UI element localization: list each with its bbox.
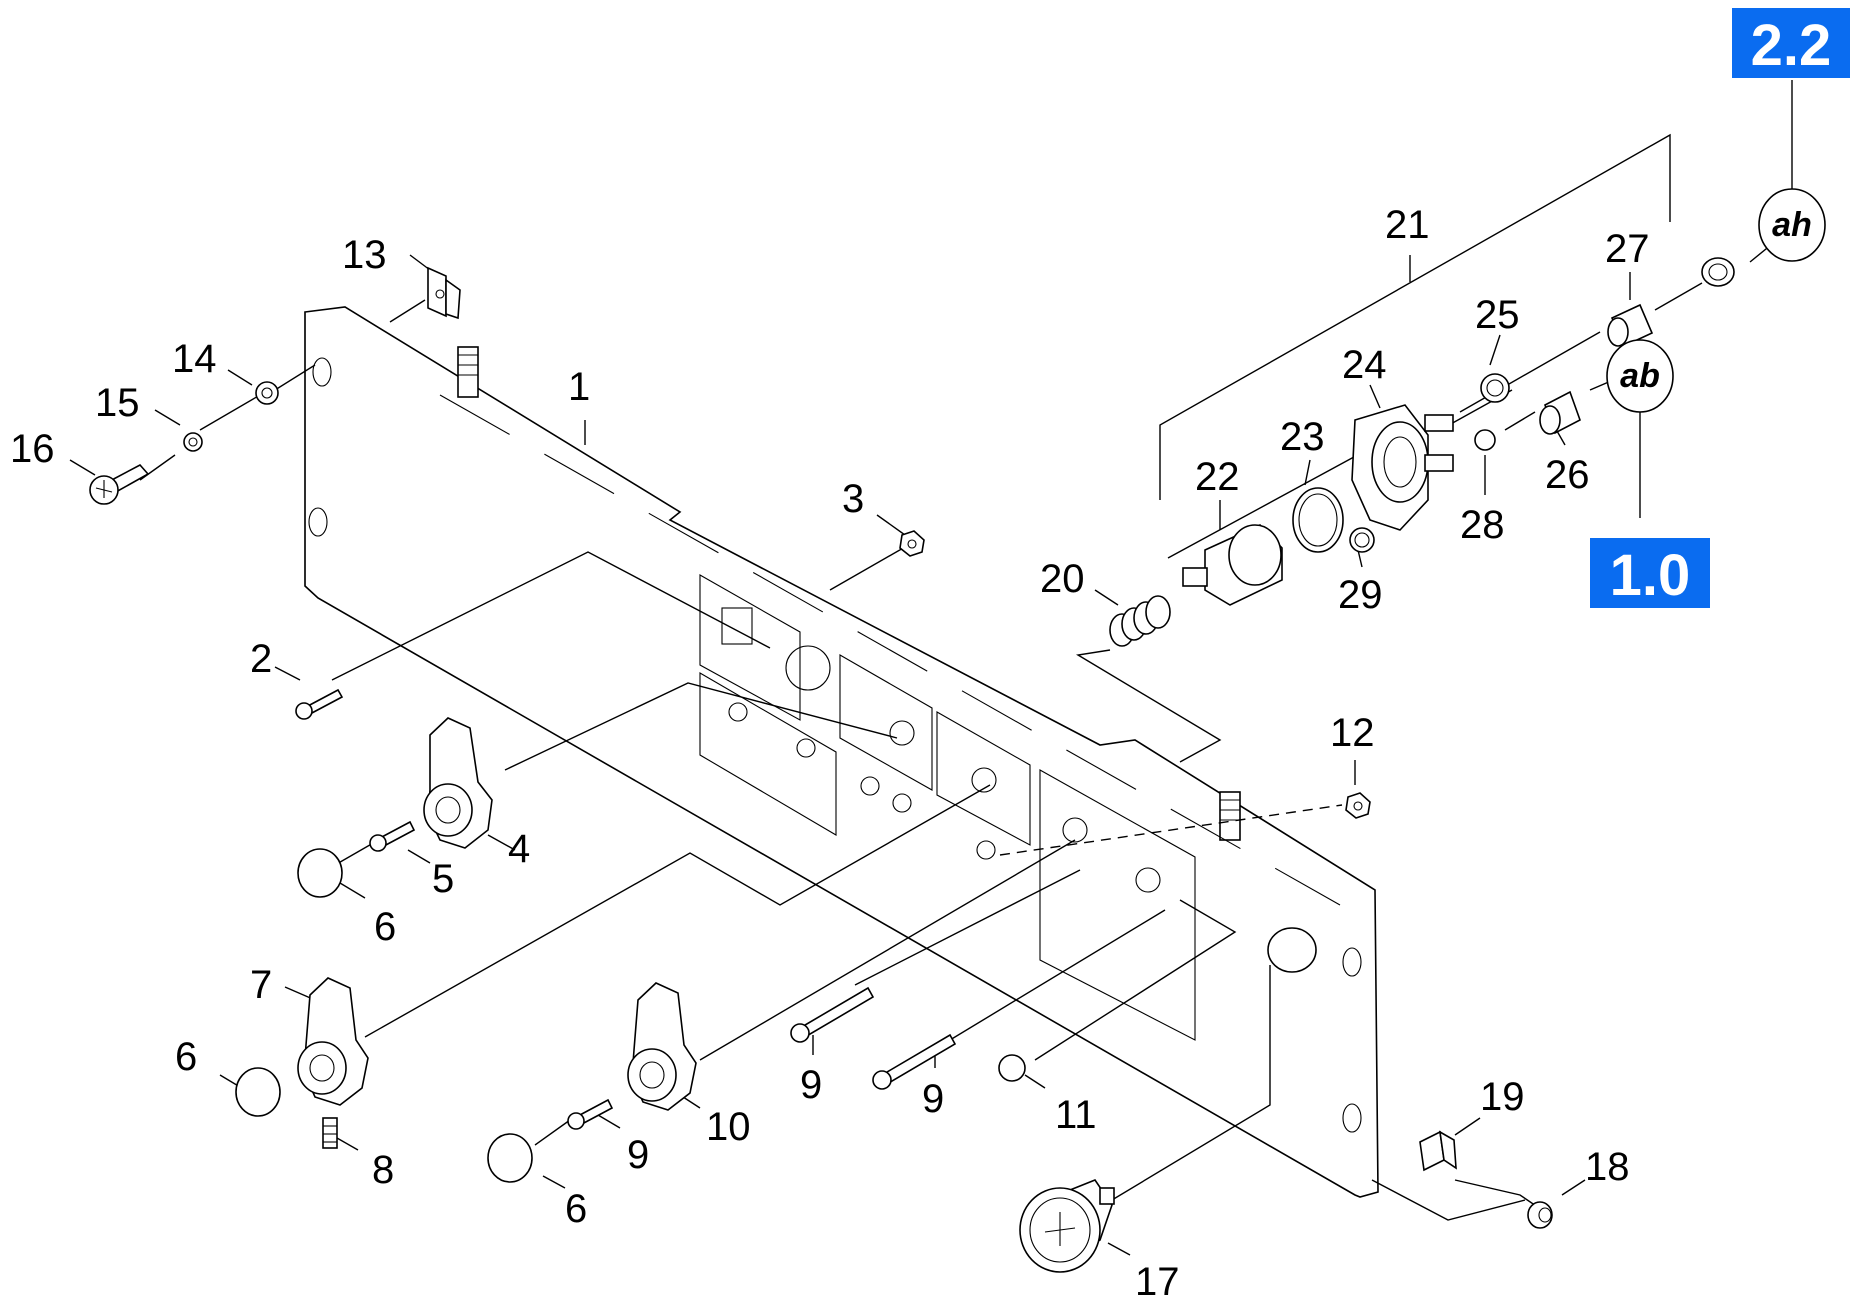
part-25-clamp — [1480, 373, 1510, 403]
part-14-washer — [255, 381, 279, 405]
part-6-cap — [297, 848, 343, 898]
part-29-oring — [1349, 527, 1375, 553]
callout-15: 15 — [95, 381, 140, 425]
badge-2-2[interactable]: 2.2 — [1732, 8, 1850, 78]
callout-11: 11 — [1055, 1093, 1097, 1137]
part-19-clip — [1419, 1130, 1457, 1172]
callout-26: 26 — [1545, 453, 1590, 497]
part-4-knob — [423, 717, 493, 849]
part-22-valve — [1182, 524, 1283, 606]
callout-3: 3 — [842, 477, 864, 521]
part-17-gauge — [1019, 1179, 1115, 1273]
part-13-clip — [427, 266, 461, 320]
callout-17: 17 — [1135, 1260, 1180, 1304]
callout-7: 7 — [250, 963, 272, 1007]
callout-6b: 6 — [175, 1035, 197, 1079]
callout-5: 5 — [432, 857, 454, 901]
part-3-nut — [899, 530, 925, 557]
callout-6c: 6 — [565, 1187, 587, 1231]
badge-1-0-label: 1.0 — [1610, 543, 1691, 608]
part-16-screw — [89, 463, 150, 505]
part-9-screw — [567, 1098, 614, 1130]
part-18-plug — [1527, 1201, 1553, 1229]
part-6-cap — [487, 1133, 533, 1183]
callout-9a: 9 — [800, 1063, 822, 1107]
callout-22: 22 — [1195, 455, 1240, 499]
callout-20: 20 — [1040, 557, 1085, 601]
part-27-hose — [1607, 303, 1654, 348]
callout-23: 23 — [1280, 415, 1325, 459]
callout-6a: 6 — [374, 905, 396, 949]
callout-29: 29 — [1338, 573, 1383, 617]
part-28-clamp — [1474, 429, 1496, 451]
callout-28: 28 — [1460, 503, 1505, 547]
badge-1-0[interactable]: 1.0 — [1590, 538, 1710, 608]
callout-27: 27 — [1605, 227, 1650, 271]
callout-16: 16 — [10, 427, 55, 471]
callout-1: 1 — [568, 365, 590, 409]
part-9-bolt — [872, 1033, 957, 1090]
callout-13: 13 — [342, 233, 387, 277]
callout-25: 25 — [1475, 293, 1520, 337]
ref-ah-label: ah — [1772, 206, 1812, 244]
callout-8: 8 — [372, 1148, 394, 1192]
part-6-cap — [235, 1067, 281, 1117]
part-12-nut — [1345, 792, 1371, 819]
ref-oval-ah: ah — [1758, 188, 1826, 262]
part-26-hose — [1539, 390, 1581, 435]
part-2-screw — [295, 688, 344, 720]
part-23-oring — [1292, 487, 1344, 553]
callout-18: 18 — [1585, 1145, 1630, 1189]
control-panel — [304, 306, 1379, 1198]
part-9-bolt — [790, 986, 875, 1043]
callout-9b: 9 — [922, 1077, 944, 1121]
part-10-knob — [627, 982, 697, 1111]
callout-12: 12 — [1330, 711, 1375, 755]
badge-2-2-label: 2.2 — [1751, 13, 1832, 78]
hardware-parts — [89, 257, 1735, 1273]
part-8-setscrew — [322, 1117, 338, 1149]
callout-24: 24 — [1342, 343, 1387, 387]
part-11-plug — [998, 1054, 1026, 1082]
ref-ab-label: ab — [1620, 357, 1660, 395]
callout-14: 14 — [172, 337, 217, 381]
part-20-spring — [1109, 595, 1171, 647]
part-5-screw — [369, 820, 416, 852]
part-15-washer — [183, 432, 203, 452]
callout-2: 2 — [250, 637, 272, 681]
ref-oval-ab: ab — [1606, 339, 1674, 413]
callout-19: 19 — [1480, 1075, 1525, 1119]
callout-21: 21 — [1385, 203, 1430, 247]
callout-10: 10 — [706, 1105, 751, 1149]
part-24-distributor — [1351, 404, 1454, 531]
callouts: 1 2 3 4 5 6 6 6 7 8 9 9 9 10 11 12 13 14… — [10, 203, 1650, 1304]
part-clamp-ah — [1701, 257, 1735, 287]
part-7-knob — [297, 977, 369, 1106]
callout-9c: 9 — [627, 1133, 649, 1177]
callout-4: 4 — [508, 827, 530, 871]
